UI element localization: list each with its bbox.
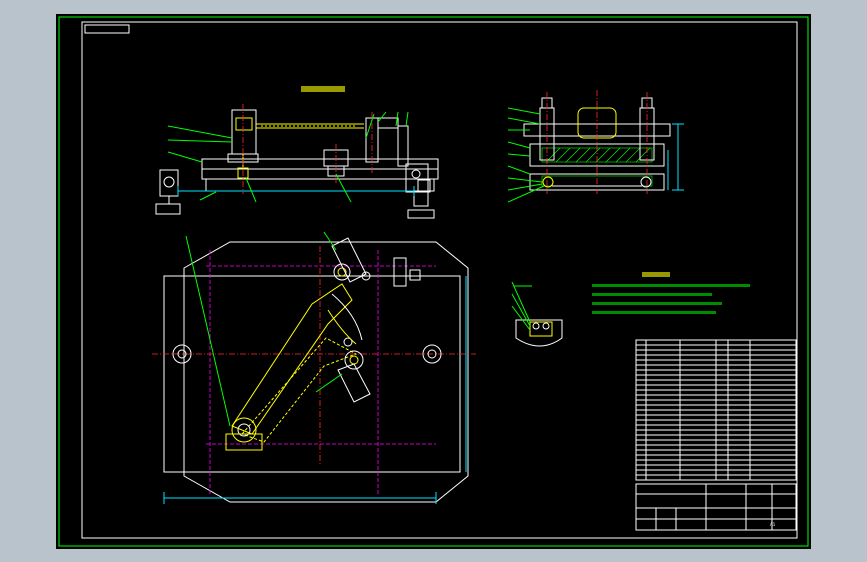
- cad-drawing-viewport[interactable]: A1: [56, 14, 811, 549]
- drawing-frame: [81, 21, 798, 539]
- assembly-drawing: A1: [58, 16, 809, 547]
- plan-view: [152, 231, 476, 504]
- technical-notes: [592, 272, 750, 314]
- sheet-id: A1: [770, 522, 776, 527]
- side-view: [507, 90, 684, 203]
- outer-border: [58, 16, 809, 547]
- corner-stamp: [84, 24, 130, 34]
- front-view-title: [301, 86, 345, 92]
- front-view: [155, 86, 439, 219]
- detail-view: [511, 281, 563, 347]
- parts-list: A1: [635, 339, 797, 531]
